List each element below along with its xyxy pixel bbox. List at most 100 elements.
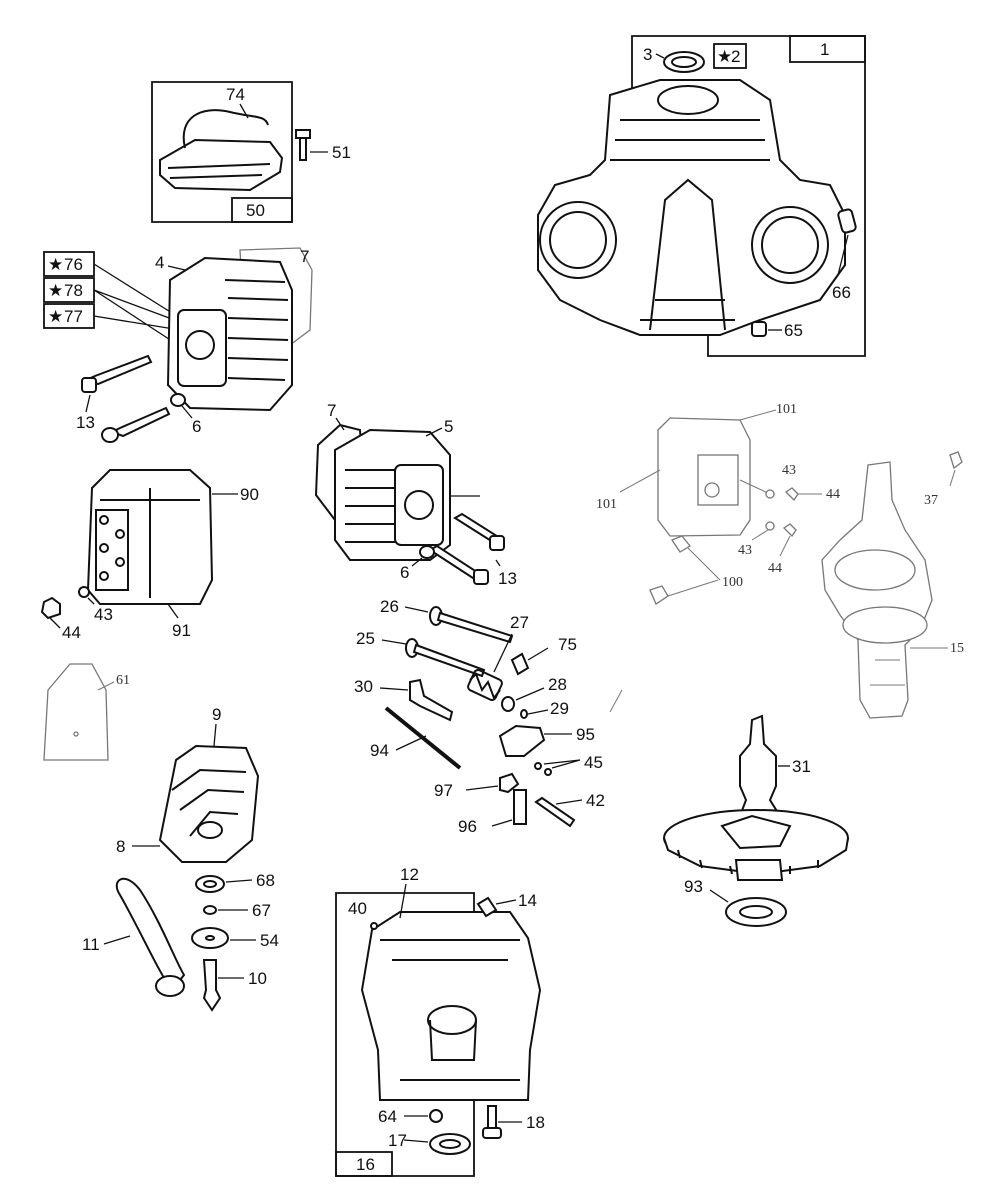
- leader-25: [381, 639, 407, 645]
- block-center-web: [649, 178, 726, 331]
- callout-45: 45: [584, 753, 603, 772]
- callout-66: 66: [832, 283, 851, 302]
- callout-30: 30: [354, 677, 373, 696]
- head-5-spark-seat: [404, 490, 434, 520]
- leader-43a: [87, 597, 95, 605]
- callout-3: 3: [643, 45, 652, 64]
- leader-101a: [739, 409, 777, 421]
- cylinder-head-5-group: 7 5 13 6: [314, 401, 517, 588]
- leader-29: [527, 709, 549, 715]
- marker-star-icon: ★: [48, 281, 63, 300]
- leader-37: [949, 469, 956, 487]
- nut-44: [40, 596, 61, 620]
- plug-65: [751, 321, 767, 337]
- callout-96: 96: [458, 817, 477, 836]
- washer-54-hole: [205, 935, 215, 941]
- left-bore-inner: [549, 211, 607, 269]
- bolt-51-head: [295, 129, 311, 139]
- callout-90: 90: [240, 485, 259, 504]
- callout-68: 68: [256, 871, 275, 890]
- callout-44b: 44: [826, 487, 840, 502]
- block-fins: [610, 119, 770, 321]
- box-number-frame-16: [335, 1151, 393, 1177]
- callout-25: 25: [356, 629, 375, 648]
- head-bolt-13-short: [109, 406, 171, 438]
- head-bolt-13d: [428, 544, 482, 582]
- crank-counterweight-upper: [834, 549, 916, 591]
- leader-13a: [85, 394, 91, 413]
- head-4-fins: [224, 279, 289, 381]
- crank-bore: [657, 85, 719, 115]
- breather-100a: [671, 535, 691, 553]
- dowel-66: [837, 208, 857, 234]
- leader-12: [399, 883, 407, 919]
- bearing-93-inner: [739, 905, 773, 919]
- marker-box-2: [713, 43, 747, 69]
- bolt-18-head: [482, 1127, 502, 1139]
- leader-66: [837, 234, 849, 276]
- callout-65: 65: [784, 321, 803, 340]
- oil-fill-tube-11-end: [155, 975, 185, 997]
- cam-gear-web: [720, 814, 792, 850]
- valve-train-group: 26 25 27 75 28 29 30 94 95 45: [354, 597, 623, 836]
- callout-13a: 13: [76, 413, 95, 432]
- callout-4: 4: [155, 253, 164, 272]
- cap-75: [510, 652, 530, 676]
- leader-100: [667, 547, 721, 597]
- leader-68: [225, 879, 253, 883]
- leader-6b: [411, 557, 423, 567]
- callout-12: 12: [400, 865, 419, 884]
- dowel-40: [370, 922, 378, 930]
- baffle-9-ribs: [171, 768, 247, 837]
- callout-10: 10: [248, 969, 267, 988]
- cam-gear-hub: [734, 859, 784, 881]
- leader-101b: [619, 469, 661, 493]
- key-37: [949, 451, 963, 470]
- plug-14: [476, 896, 498, 918]
- keeper-29-sketch: [609, 689, 623, 713]
- callout-29: 29: [550, 699, 569, 718]
- callout-6b: 6: [400, 563, 409, 582]
- crankcase-cover-group: 16 12 40 14 64 17 18: [335, 865, 545, 1177]
- callout-9: 9: [212, 705, 221, 724]
- bolt-head-13c: [489, 535, 505, 551]
- callout-78: 78: [64, 281, 83, 300]
- crankcase-cover-frame: [335, 892, 475, 1177]
- camshaft-group: 31 93: [663, 714, 849, 927]
- callout-1: 1: [820, 40, 829, 59]
- callout-42: 42: [586, 791, 605, 810]
- leader-43c: [751, 529, 769, 541]
- valve-25-stem: [412, 643, 486, 678]
- leader-61: [97, 681, 115, 691]
- crankshaft-15-group: 15 37: [821, 451, 964, 719]
- cylinder-block-group: 1 ★ 2 3 65 66: [537, 35, 866, 357]
- callout-51: 51: [332, 143, 351, 162]
- crankcase-bearing-body: [429, 1019, 477, 1061]
- leader-3: [655, 53, 665, 59]
- callout-17: 17: [388, 1131, 407, 1150]
- valve-spring-27: [469, 672, 501, 701]
- spark-plug-10: [202, 959, 222, 1012]
- leader-7b: [335, 417, 345, 431]
- head-5-fins: [345, 469, 405, 543]
- camshaft-31: [738, 714, 782, 817]
- rocker-cover-101-group: 101 101 43 44 43 44 100: [596, 402, 840, 605]
- rocker-cover-90-ribs: [100, 488, 200, 598]
- rocker-cover-90-face: [95, 509, 129, 591]
- cover-101-boss: [704, 482, 720, 498]
- crankcase-ribs: [380, 939, 520, 1081]
- nut-44c: [782, 523, 797, 538]
- leader-91: [167, 603, 179, 619]
- baffle-9: [158, 744, 260, 863]
- leader-96: [491, 819, 513, 827]
- callout-61: 61: [116, 673, 130, 688]
- tube-spark-group: 11 68 67 54 10: [82, 871, 279, 1012]
- callout-101a: 101: [776, 402, 797, 417]
- callout-43b: 43: [782, 463, 796, 478]
- leader-27: [493, 633, 513, 673]
- callout-27: 27: [510, 613, 529, 632]
- right-cylinder-bore: [751, 206, 829, 284]
- marker-star-icon: ★: [48, 307, 63, 326]
- crank-journal-lines: [870, 659, 905, 686]
- leader-75: [527, 647, 549, 661]
